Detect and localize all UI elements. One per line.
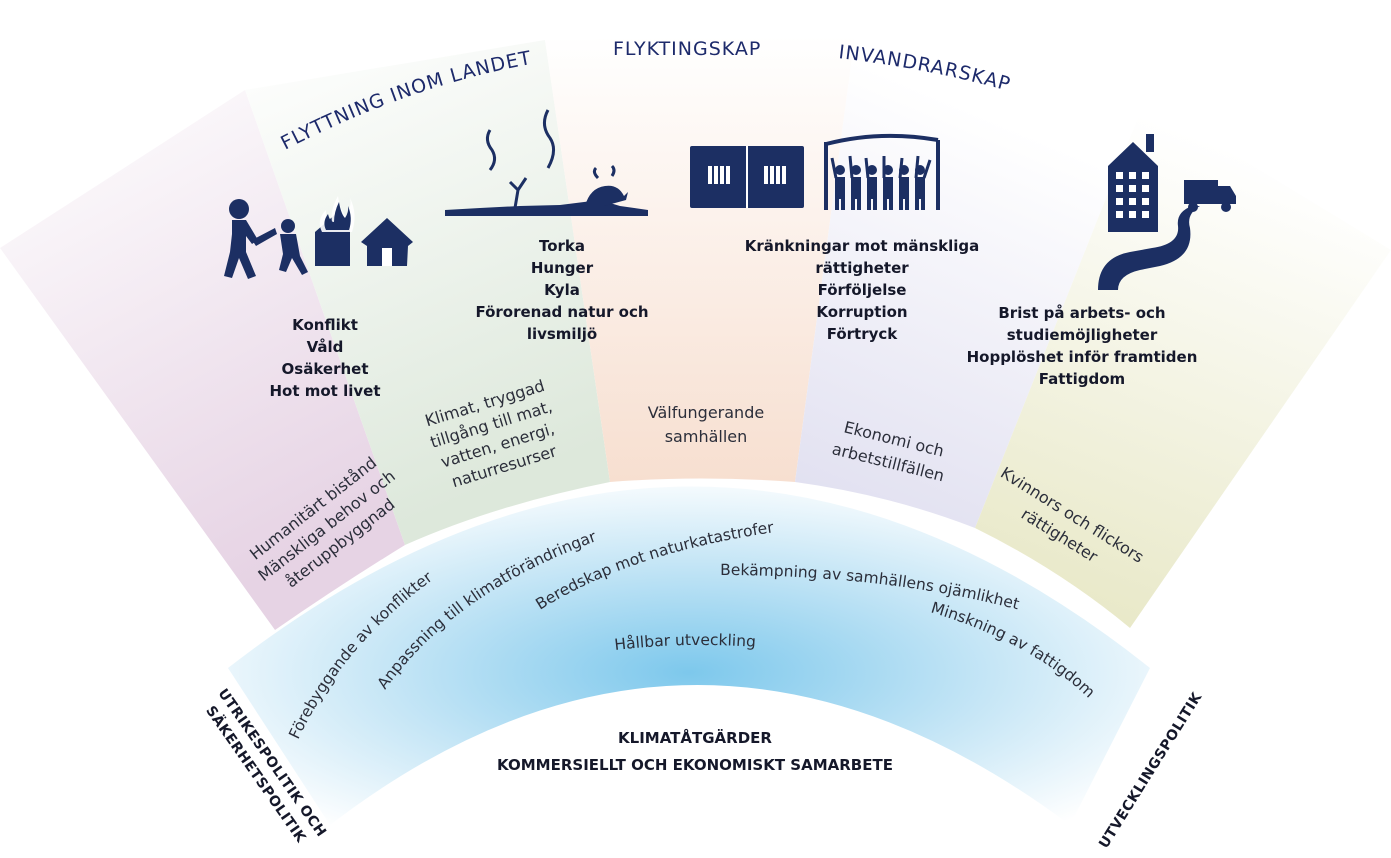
- cause-line: Våld: [307, 338, 344, 356]
- topic-line: Välfungerande: [648, 403, 764, 422]
- svg-text:Hållbar utveckling: Hållbar utveckling: [613, 631, 756, 654]
- causes-economy: Brist på arbets- och studiemöjligheter H…: [967, 304, 1198, 388]
- cause-line: Förtryck: [827, 325, 899, 343]
- topic-line: samhällen: [665, 427, 748, 446]
- cause-line: livsmiljö: [527, 325, 597, 343]
- family-fleeing-icon: [224, 199, 308, 279]
- cause-line: Torka: [539, 237, 585, 255]
- arc-topic-sustainable: Hållbar utveckling: [613, 631, 756, 654]
- bottom-line-climate: KLIMATÅTGÄRDER: [618, 728, 772, 747]
- causes-rights: Kränkningar mot mänskliga rättigheter Fö…: [745, 237, 980, 343]
- cause-line: Brist på arbets- och: [998, 304, 1165, 322]
- causes-conflict: Konflikt Våld Osäkerhet Hot mot livet: [270, 316, 381, 400]
- wedge-resources: [245, 40, 610, 545]
- topic-societies: Välfungerande samhällen: [648, 403, 764, 446]
- drought-landscape-icon: [445, 109, 648, 216]
- cause-line: Konflikt: [292, 316, 358, 334]
- cause-line: studiemöjligheter: [1007, 326, 1158, 344]
- cause-line: Förorenad natur och: [475, 303, 648, 321]
- cause-line: Hunger: [531, 259, 594, 277]
- cause-line: Kränkningar mot mänskliga: [745, 237, 980, 255]
- causes-climate: Torka Hunger Kyla Förorenad natur och li…: [475, 237, 648, 343]
- cause-line: Hot mot livet: [270, 382, 381, 400]
- wedge-humanitarian: [0, 90, 405, 630]
- road-icon: [1098, 206, 1200, 290]
- cause-line: Förföljelse: [818, 281, 907, 299]
- bottom-line-trade: KOMMERSIELLT OCH EKONOMISKT SAMARBETE: [497, 756, 893, 774]
- wedge-women: [975, 100, 1391, 628]
- header-refugee: FLYKTINGSKAP: [613, 38, 761, 60]
- policy-arc-band: [228, 486, 1150, 825]
- cause-line: Korruption: [816, 303, 907, 321]
- protest-crowd-icon: [824, 133, 940, 210]
- cause-line: rättigheter: [815, 259, 909, 277]
- burning-house-icon: [315, 196, 355, 266]
- house-icon: [361, 218, 413, 266]
- cause-line: Fattigdom: [1039, 370, 1125, 388]
- cause-line: Kyla: [544, 281, 580, 299]
- apartment-building-icon: [1108, 134, 1158, 232]
- prison-icon: [690, 146, 804, 208]
- cause-line: Hopplöshet inför framtiden: [967, 348, 1198, 366]
- cause-line: Osäkerhet: [282, 360, 369, 378]
